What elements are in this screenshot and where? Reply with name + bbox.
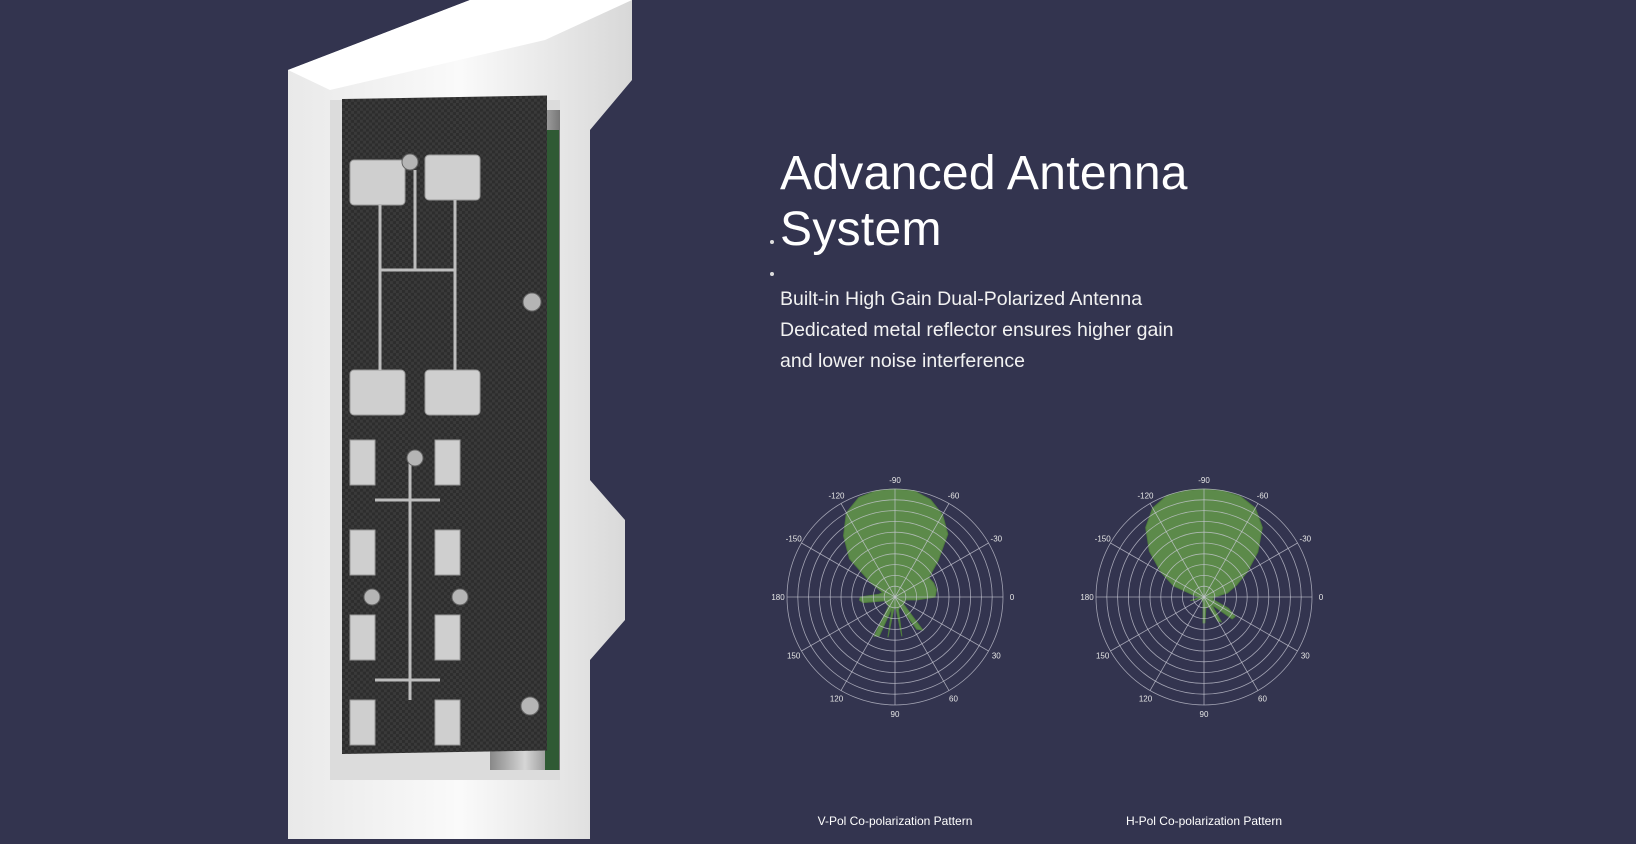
angle-tick-label: 120 <box>830 694 844 703</box>
angle-tick-label: 60 <box>1258 694 1267 703</box>
grid-spoke <box>840 503 896 598</box>
angle-tick-label: -60 <box>948 492 960 501</box>
v-pol-polar-chart: -90 -60 -30 0 30 60 90 120 150 180 -150 -120 <box>765 470 1025 730</box>
headline-line-2: System <box>780 203 942 256</box>
angle-tick-label: -120 <box>1137 492 1154 501</box>
grid-spoke <box>894 596 989 652</box>
grid-spoke <box>894 542 989 598</box>
grid-spoke <box>1149 596 1205 691</box>
headline-line-1: Advanced Antenna <box>780 147 1188 200</box>
angle-tick-label: 0 <box>1319 593 1324 602</box>
v-pol-caption: V-Pol Co-polarization Pattern <box>817 814 973 828</box>
section-headline: Advanced Antenna System <box>780 146 1188 258</box>
description-line: Dedicated metal reflector ensures higher… <box>780 319 1174 341</box>
grid-spoke <box>840 596 896 691</box>
polar-svg: -90 -60 -30 0 30 60 90 120 150 180 -150 -120 <box>1080 476 1324 719</box>
grid-spoke <box>1203 503 1259 598</box>
h-pol-caption: H-Pol Co-polarization Pattern <box>1125 814 1283 828</box>
angle-tick-label: 60 <box>949 694 958 703</box>
grid-spoke <box>1203 596 1298 652</box>
grid-spoke <box>894 503 950 598</box>
angle-tick-label: -120 <box>828 492 845 501</box>
grid-spoke <box>1203 596 1259 691</box>
angle-tick-label: 180 <box>771 593 785 602</box>
grid-spoke <box>1203 542 1298 598</box>
polar-svg: -90 -60 -30 0 30 60 90 120 150 180 -150 -120 <box>771 476 1015 719</box>
bullet-dot <box>770 240 774 244</box>
grid-spoke <box>1149 503 1205 598</box>
angle-tick-label: 0 <box>1010 593 1015 602</box>
grid-spoke <box>1110 596 1205 652</box>
h-pol-polar-chart: -90 -60 -30 0 30 60 90 120 150 180 -150 -120 <box>1074 470 1334 730</box>
angle-tick-label: -90 <box>889 476 901 485</box>
radiation-lobe <box>843 488 949 638</box>
description-line: Built-in High Gain Dual-Polarized Antenn… <box>780 288 1143 310</box>
bullet-dot <box>770 272 774 276</box>
angle-tick-label: -150 <box>1095 535 1112 544</box>
angle-tick-label: 90 <box>1200 710 1209 719</box>
grid-spoke <box>801 542 896 598</box>
description-line: and lower noise interference <box>780 350 1025 372</box>
angle-tick-label: 90 <box>891 710 900 719</box>
grid-spoke <box>1110 542 1205 598</box>
grid-spoke <box>894 596 950 691</box>
angle-tick-label: -90 <box>1198 476 1210 485</box>
angle-tick-label: 120 <box>1139 694 1153 703</box>
angle-tick-label: -150 <box>786 535 803 544</box>
angle-tick-label: -30 <box>1300 535 1312 544</box>
antenna-device-photo <box>0 0 700 839</box>
angle-tick-label: 180 <box>1080 593 1094 602</box>
angle-tick-label: 150 <box>787 652 801 661</box>
section-description: Built-in High Gain Dual-Polarized Antenn… <box>780 284 1173 377</box>
angle-tick-label: 150 <box>1096 652 1110 661</box>
angle-tick-label: 30 <box>1301 652 1310 661</box>
angle-tick-label: -60 <box>1257 492 1269 501</box>
angle-tick-label: -30 <box>991 535 1003 544</box>
angle-tick-label: 30 <box>992 652 1001 661</box>
grid-spoke <box>801 596 896 652</box>
